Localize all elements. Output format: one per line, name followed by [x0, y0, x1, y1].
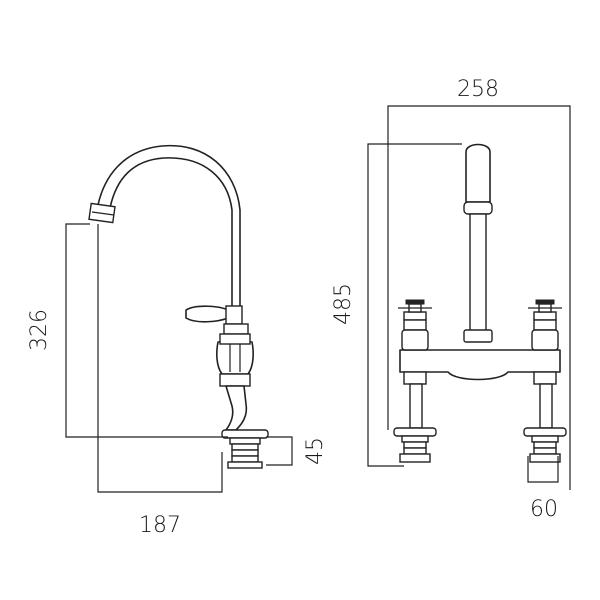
dim-60: 60	[530, 497, 558, 522]
front-view-tap	[393, 143, 567, 463]
side-view-dimension-lines	[65, 223, 293, 493]
dim-187: 187	[139, 513, 181, 538]
dim-45: 45	[303, 437, 328, 465]
side-view-tap	[88, 144, 269, 469]
dim-485: 485	[331, 283, 356, 325]
front-view-dimension-lines	[367, 105, 571, 490]
dim-258: 258	[457, 77, 499, 102]
dim-326: 326	[27, 309, 52, 351]
